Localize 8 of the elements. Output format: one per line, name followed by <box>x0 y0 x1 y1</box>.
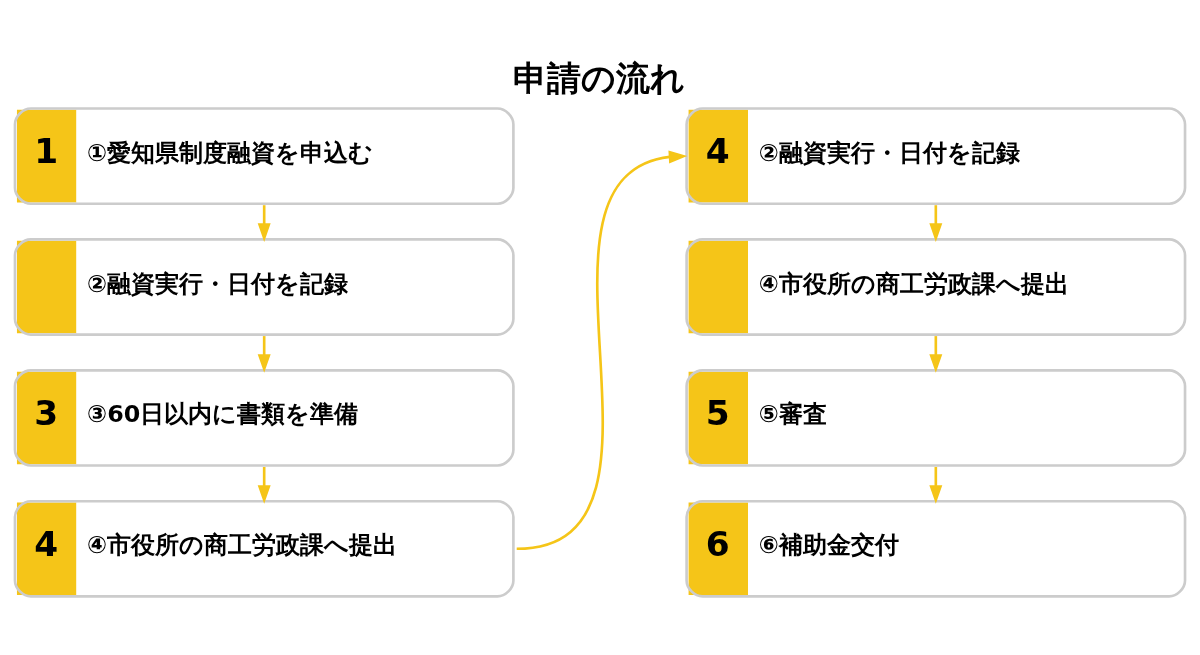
arrow <box>257 466 271 504</box>
arrow <box>929 204 943 242</box>
arrow <box>516 149 688 550</box>
diagram-title: 申請の流れ <box>512 57 685 98</box>
arrow <box>257 204 271 242</box>
arrow <box>257 335 271 373</box>
arrow <box>929 335 943 373</box>
arrow <box>929 466 943 504</box>
